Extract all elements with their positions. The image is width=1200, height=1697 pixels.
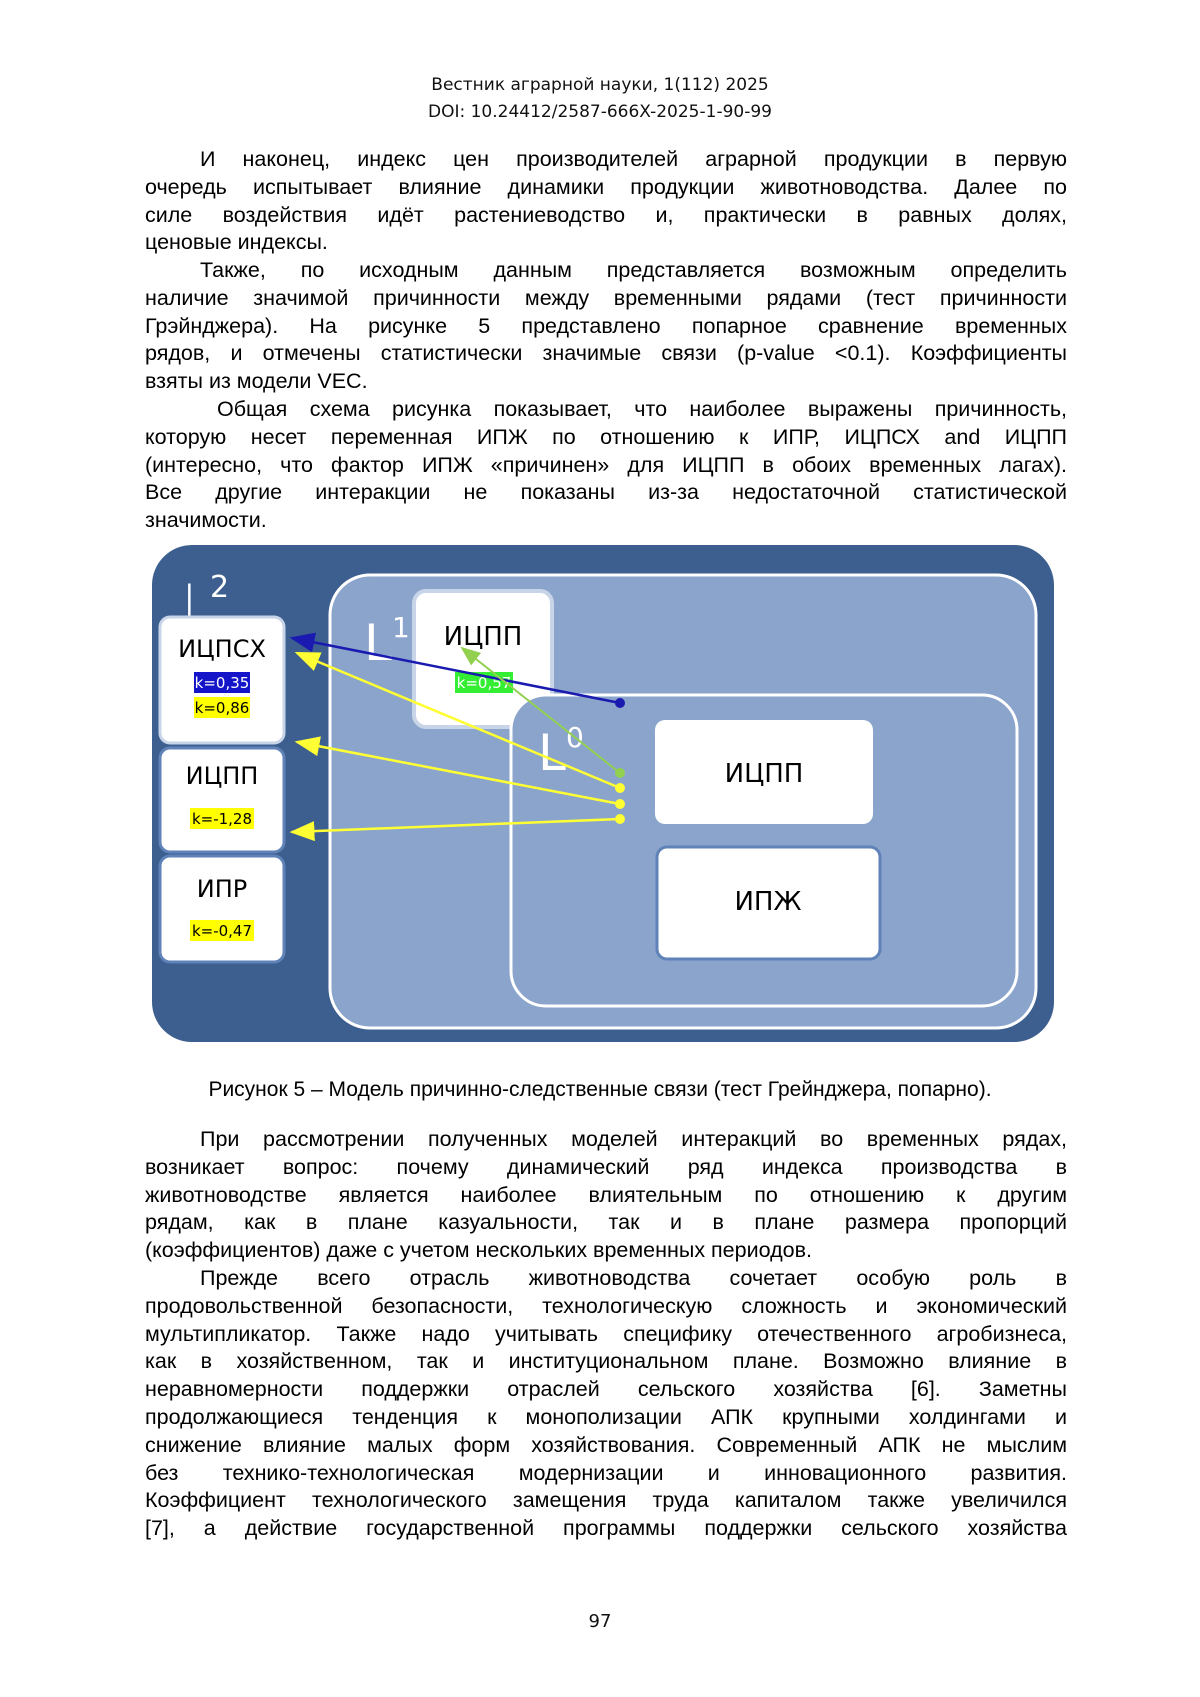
paragraph-line: ценовые индексы.: [145, 230, 328, 255]
arrow-dot: [615, 799, 625, 809]
arrow-ipzh-to-l1-itspp: [460, 646, 621, 774]
paragraph-line: значимости.: [145, 508, 267, 533]
left-box-ipr-k-highlight: [190, 920, 254, 941]
paragraph-line: Коэффициент технологического замещения т…: [145, 1488, 1067, 1513]
left-box-ipr-k: k=-0,47: [192, 922, 252, 940]
l0-box-ipzh: [655, 845, 882, 961]
causality-diagram: L 2 L 1 ИЦПП k=0,57 L 0 ИЦПП ИПЖ ИЦПСХ: [152, 545, 1054, 1042]
paragraph-line: силе воздействия идёт растениеводство и,…: [145, 202, 1067, 227]
paragraph-1: И наконец, индекс цен производителей агр…: [145, 146, 1067, 257]
paragraph-3: Общая схема рисунка показывает, что наиб…: [145, 396, 1067, 535]
arrow-dot: [615, 698, 625, 708]
arrow-ipzh-to-ipr: [289, 817, 621, 842]
paragraph-4: При рассмотрении полученных моделей инте…: [145, 1126, 1067, 1265]
left-box-itspp-k-highlight: [190, 808, 254, 829]
level-l0-label: L: [538, 724, 566, 782]
paragraph-line: Общая схема рисунка показывает, что наиб…: [217, 397, 1067, 421]
paragraph-5: Прежде всего отрасль животноводства соче…: [145, 1265, 1067, 1543]
left-box-itspsh-k1: k=0,35: [195, 674, 250, 692]
arrow-dot: [615, 814, 625, 824]
paragraph-line: наличие значимой причинности между време…: [145, 285, 1067, 310]
paragraph-line: Прежде всего отрасль животноводства соче…: [200, 1266, 1067, 1290]
paragraph-line: мультипликатор. Также надо учитывать спе…: [145, 1321, 1067, 1346]
paragraph-line: (интересно, что фактор ИПЖ «причинен» дл…: [145, 452, 1067, 477]
left-box-itspp-k: k=-1,28: [192, 810, 252, 828]
paragraph-2: Также, по исходным данным представляется…: [145, 257, 1067, 396]
l0-box-itspp-name: ИЦПП: [725, 759, 804, 789]
left-box-itspp-name: ИЦПП: [186, 762, 259, 790]
paragraph-line: как в хозяйственном, так и институционал…: [145, 1349, 1067, 1374]
level-l1-sup: 1: [392, 611, 410, 644]
l1-box-itspp-name: ИЦПП: [444, 622, 523, 652]
figure-caption: Рисунок 5 – Модель причинно-следственные…: [208, 1078, 992, 1101]
paragraph-line: возникает вопрос: почему динамический ря…: [145, 1154, 1067, 1179]
paragraph-line: Все другие интеракции не показаны из-за …: [145, 480, 1067, 505]
paragraph-line: Также, по исходным данным представляется…: [200, 258, 1067, 282]
paragraph-line: рядам, как в плане казуальности, так и в…: [145, 1210, 1067, 1235]
paragraph-line: Грэйнджера). На рисунке 5 представлено п…: [145, 313, 1067, 338]
paragraph-line: взяты из модели VEC.: [145, 369, 368, 394]
l0-box-itspp: [655, 720, 873, 824]
paragraph-line: [7], а действие государственной программ…: [145, 1516, 1067, 1541]
paragraph-line: продолжающиеся тенденция к монополизации…: [145, 1404, 1067, 1429]
page-number: 97: [588, 1611, 612, 1632]
arrow-itspp-to-itspsh: [289, 632, 621, 705]
arrow-ipzh-to-itspp: [294, 736, 621, 806]
journal-header: Вестник аграрной науки, 1(112) 2025: [431, 75, 769, 95]
paragraph-line: которую несет переменная ИПЖ по отношени…: [145, 424, 1067, 449]
paragraph-line: При рассмотрении полученных моделей инте…: [200, 1127, 1067, 1151]
arrow-dot: [615, 783, 625, 793]
paragraph-line: снижение влияние малых форм хозяйствован…: [145, 1432, 1067, 1457]
left-box-ipr: [158, 854, 286, 964]
paragraph-line: (коэффициентов) даже с учетом нескольких…: [145, 1238, 812, 1263]
paragraph-line: И наконец, индекс цен производителей агр…: [200, 147, 1067, 171]
left-box-itspsh-k1-highlight: [194, 672, 250, 693]
paragraph-line: рядов, и отмечены статистически значимые…: [145, 341, 1067, 366]
paragraph-line: животноводстве является наиболее влиятел…: [145, 1182, 1067, 1207]
level-l1-label: L: [364, 614, 392, 672]
paragraph-line: очередь испытывает влияние динамики прод…: [145, 174, 1067, 199]
arrow-dot: [615, 768, 625, 778]
doi-header: DOI: 10.24412/2587-666X-2025-1-90-99: [428, 102, 772, 122]
level-l2-sup: 2: [210, 570, 229, 605]
l0-box-ipzh-name: ИПЖ: [734, 887, 801, 917]
left-box-itspsh-k2: k=0,86: [195, 699, 250, 717]
paragraph-line: без технико-технологическая модернизации…: [145, 1460, 1067, 1485]
left-box-ipr-name: ИПР: [197, 875, 247, 903]
left-box-itspsh-k2-highlight: [194, 697, 250, 718]
left-box-itspsh-name: ИЦПСХ: [178, 635, 266, 663]
arrow-ipzh-to-itspsh: [294, 651, 621, 790]
paragraph-line: продовольственной безопасности, технолог…: [145, 1293, 1067, 1318]
paragraph-line: неравномерности поддержки отраслей сельс…: [145, 1377, 1067, 1402]
